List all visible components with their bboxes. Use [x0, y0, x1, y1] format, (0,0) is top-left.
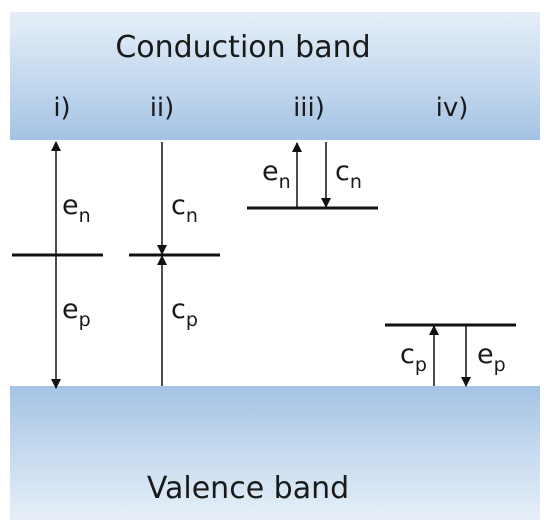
case-label-ii: ii): [150, 93, 175, 123]
label-cn-ii: cn: [171, 190, 198, 227]
label-cp-ii: cp: [171, 294, 198, 331]
conduction-band-label: Conduction band: [115, 30, 370, 65]
conduction-band: [10, 12, 540, 140]
case-label-i: i): [53, 93, 70, 123]
valence-band-label: Valence band: [147, 471, 349, 506]
case-label-iv: iv): [436, 93, 469, 123]
valence-band: [10, 386, 540, 520]
label-cp-iv: cp: [400, 339, 427, 376]
label-cn-iii: cn: [335, 156, 362, 193]
label-en-i: en: [62, 190, 91, 227]
label-en-iii: en: [262, 156, 291, 193]
case-label-iii: iii): [293, 93, 325, 123]
label-ep-iv: ep: [477, 339, 506, 376]
label-ep-i: ep: [62, 294, 91, 331]
